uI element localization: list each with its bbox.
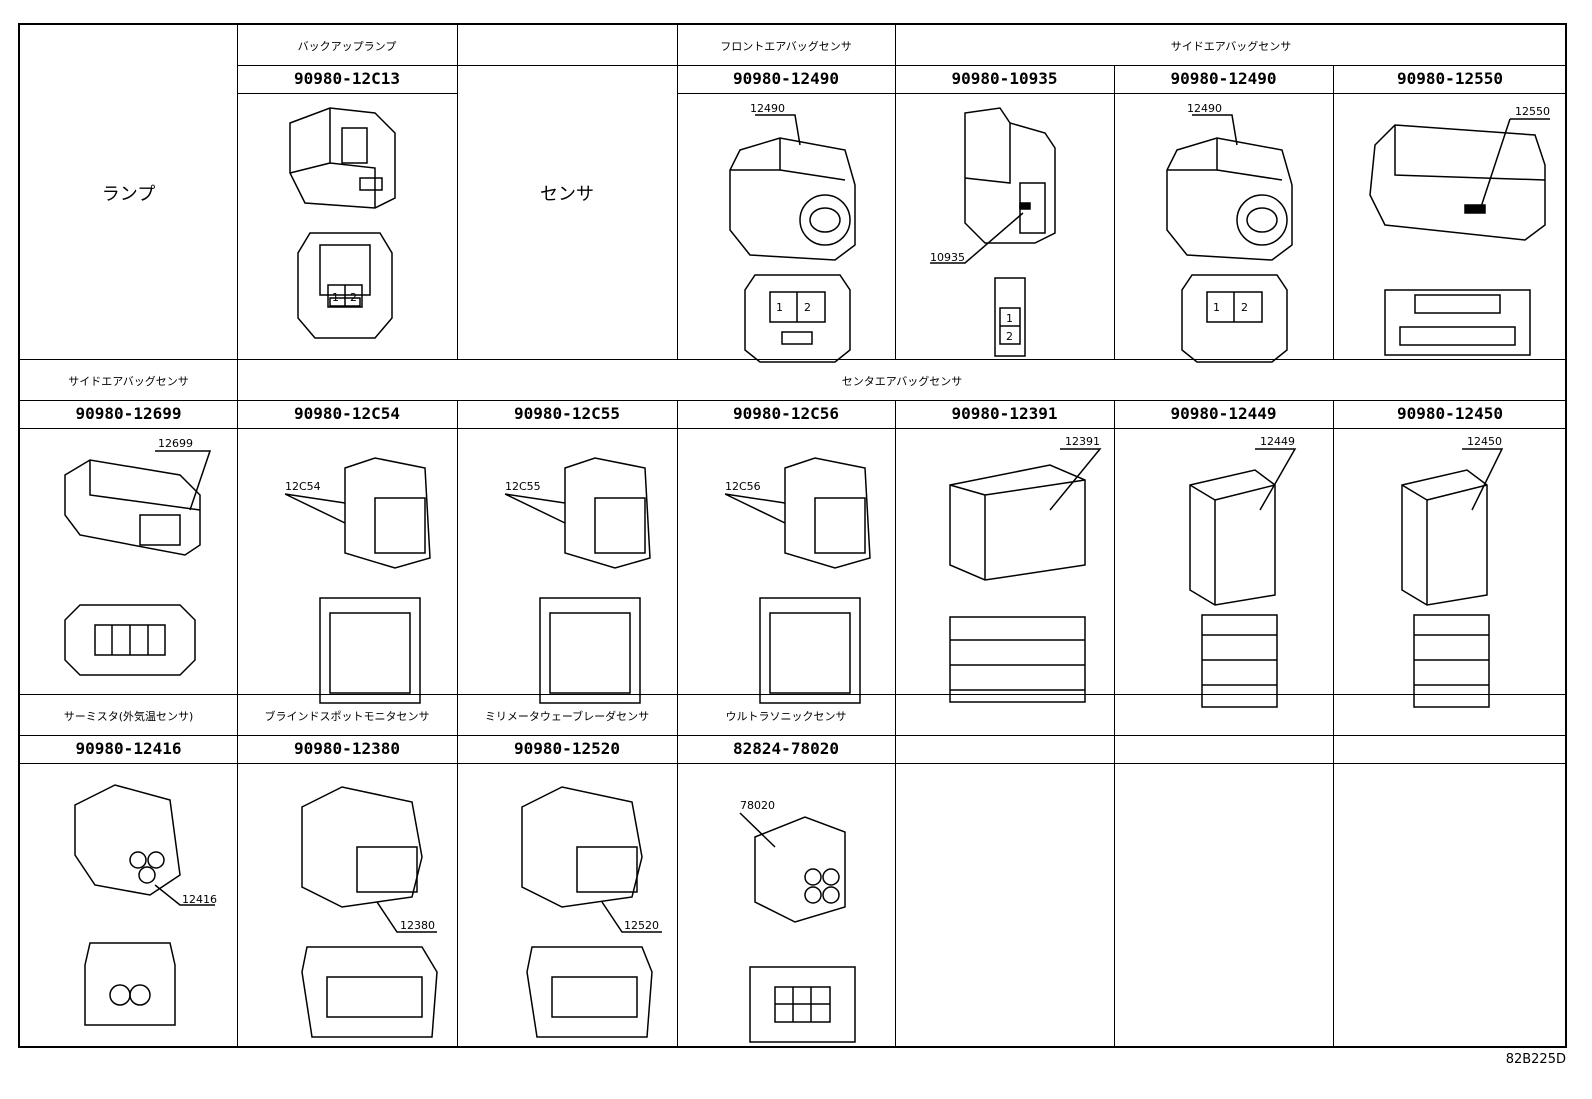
front-airbag-title: フロントエアバッグセンサ [720, 40, 852, 53]
lamp-label: ランプ [101, 184, 156, 205]
svg-text:12C54: 12C54 [285, 480, 321, 493]
divider [20, 763, 1565, 764]
svg-text:1: 1 [1213, 301, 1220, 314]
divider [457, 694, 458, 1048]
divider [1333, 400, 1334, 694]
divider [237, 25, 238, 359]
connector-drawing: 12391 [949, 435, 1102, 703]
connector-drawing: 78020 [739, 799, 856, 1043]
divider [237, 93, 457, 94]
connector-table: ランプ センサ バックアップランプ 90980-12C13 フロントエアバッグセ… [18, 23, 1567, 1048]
connector-drawing: 12C56 [724, 457, 871, 704]
connector-drawing: 12520 [521, 786, 662, 1038]
connector-drawing: 12416 [74, 784, 217, 1026]
svg-text:1: 1 [776, 301, 783, 314]
part-number: 90980-12490 [733, 69, 839, 88]
divider [895, 400, 896, 694]
connector-drawing: 12490 1 2 [1166, 102, 1293, 363]
divider [237, 359, 238, 694]
divider [20, 400, 1565, 401]
divider [20, 428, 1565, 429]
svg-text:12490: 12490 [1187, 102, 1222, 115]
svg-text:12380: 12380 [400, 919, 435, 932]
connector-drawing: 12449 [1189, 435, 1297, 708]
part-number: 90980-12520 [514, 739, 620, 758]
side-airbag-title-2: サイドエアバッグセンサ [68, 375, 189, 388]
connector-drawing: 12490 1 2 [729, 102, 856, 363]
thermistor-title: サーミスタ(外気温センサ) [63, 710, 194, 723]
connector-drawing: 12550 [1369, 105, 1550, 356]
divider [1114, 65, 1115, 359]
divider [20, 735, 1565, 736]
divider [457, 25, 458, 359]
svg-text:12391: 12391 [1065, 435, 1100, 448]
svg-text:12490: 12490 [750, 102, 785, 115]
part-number: 90980-12C55 [514, 404, 620, 423]
part-number: 90980-12490 [1170, 69, 1277, 88]
svg-text:12C55: 12C55 [505, 480, 541, 493]
mmwave-title: ミリメータウェーブレーダセンサ [484, 710, 650, 723]
svg-text:12449: 12449 [1260, 435, 1295, 448]
svg-text:2: 2 [1241, 301, 1248, 314]
connector-drawing: 12380 [301, 786, 438, 1038]
svg-text:12550: 12550 [1515, 105, 1550, 118]
divider [1114, 400, 1115, 694]
divider [1333, 694, 1334, 1048]
part-number: 90980-12C13 [294, 69, 400, 88]
divider [677, 400, 678, 694]
svg-text:78020: 78020 [740, 799, 775, 812]
svg-text:12450: 12450 [1467, 435, 1502, 448]
part-number: 90980-12380 [294, 739, 400, 758]
blind-spot-title: ブラインドスポットモニタセンサ [264, 710, 430, 723]
divider [20, 359, 1565, 360]
svg-text:1: 1 [1006, 312, 1013, 325]
svg-text:2: 2 [804, 301, 811, 314]
svg-text:10935: 10935 [930, 251, 965, 264]
divider [237, 65, 1565, 66]
part-number: 90980-12550 [1397, 69, 1503, 88]
backup-lamp-title: バックアップランプ [297, 40, 397, 53]
connector-drawing: 12C54 [284, 457, 431, 704]
divider [677, 25, 678, 359]
divider [677, 694, 678, 1048]
svg-text:12520: 12520 [624, 919, 659, 932]
svg-text:1: 1 [332, 291, 339, 304]
connector-drawing: 12C55 [504, 457, 651, 704]
side-airbag-title: サイドエアバッグセンサ [1170, 40, 1292, 53]
ultrasonic-title: ウルトラソニックセンサ [725, 710, 847, 723]
figure-code: 82B225D [1505, 1052, 1566, 1067]
svg-text:2: 2 [350, 291, 357, 304]
divider [237, 694, 238, 1048]
part-number: 90980-12391 [951, 404, 1058, 423]
divider [1114, 694, 1115, 1048]
svg-text:12C56: 12C56 [725, 480, 761, 493]
part-number: 82824-78020 [733, 739, 839, 758]
divider [457, 400, 458, 694]
part-number: 90980-12C56 [733, 404, 839, 423]
divider [895, 694, 896, 1048]
divider [1333, 65, 1334, 359]
svg-text:2: 2 [1006, 330, 1013, 343]
divider [677, 93, 1565, 94]
svg-text:12416: 12416 [182, 893, 217, 906]
divider [20, 694, 1565, 695]
part-number: 90980-12450 [1397, 404, 1503, 423]
connector-drawing: 12450 [1401, 435, 1504, 708]
part-number: 90980-12416 [75, 739, 182, 758]
part-number: 90980-12449 [1170, 404, 1277, 423]
connector-drawing: 12699 [64, 437, 212, 676]
divider [895, 25, 896, 359]
svg-text:12699: 12699 [158, 437, 193, 450]
part-number: 90980-12C54 [294, 404, 400, 423]
sensor-label: センサ [540, 184, 594, 205]
part-number: 90980-12699 [75, 404, 182, 423]
part-number: 90980-10935 [951, 69, 1058, 88]
connector-drawing: 10935 1 2 [930, 107, 1056, 357]
center-airbag-title: センタエアバッグセンサ [841, 375, 963, 388]
